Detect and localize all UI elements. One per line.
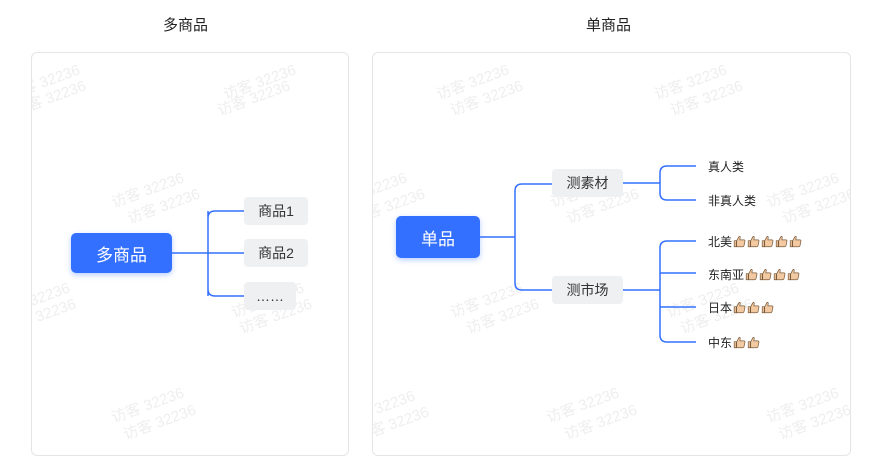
leaf-north-america: 北美 [708,233,803,249]
leaf-real-person: 真人类 [708,158,744,174]
leaf-japan: 日本 [708,299,775,315]
thumbs-rating [733,301,775,314]
branch-node-market: 测市场 [552,276,623,304]
right-panel-title: 单商品 [586,17,632,34]
thumbs-up-icon [775,235,789,248]
product-node-more: …… [244,282,296,310]
thumbs-up-icon [733,301,747,314]
connector-line [623,240,696,343]
leaf-middle-east: 中东 [708,334,761,350]
leaf-label: 日本 [708,300,733,315]
product-node-1: 商品1 [244,197,308,225]
thumbs-up-icon [747,235,761,248]
leaf-southeast-asia: 东南亚 [708,266,801,282]
leaf-label: 非真人类 [708,193,757,208]
thumbs-rating [733,235,803,248]
thumbs-up-icon [747,301,761,314]
left-panel-title: 多商品 [163,17,209,34]
thumbs-up-icon [733,336,747,349]
leaf-label: 中东 [708,335,733,350]
connector-line [623,165,696,201]
thumbs-up-icon [787,268,801,281]
leaf-label: 北美 [708,234,733,249]
leaf-label: 真人类 [708,159,745,174]
thumbs-up-icon [745,268,759,281]
thumbs-rating [745,268,801,281]
leaf-non-real-person: 非真人类 [708,192,756,208]
thumbs-up-icon [759,268,773,281]
connector-line [480,183,552,291]
thumbs-up-icon [761,235,775,248]
root-node-single: 单品 [396,216,480,258]
connector-line [172,210,244,297]
thumbs-up-icon [747,336,761,349]
thumbs-rating [733,336,761,349]
product-node-2: 商品2 [244,239,308,267]
thumbs-up-icon [733,235,747,248]
root-node-multi: 多商品 [71,233,172,273]
thumbs-up-icon [761,301,775,314]
branch-node-material: 测素材 [552,169,623,197]
thumbs-up-icon [789,235,803,248]
thumbs-up-icon [773,268,787,281]
leaf-label: 东南亚 [708,267,745,282]
